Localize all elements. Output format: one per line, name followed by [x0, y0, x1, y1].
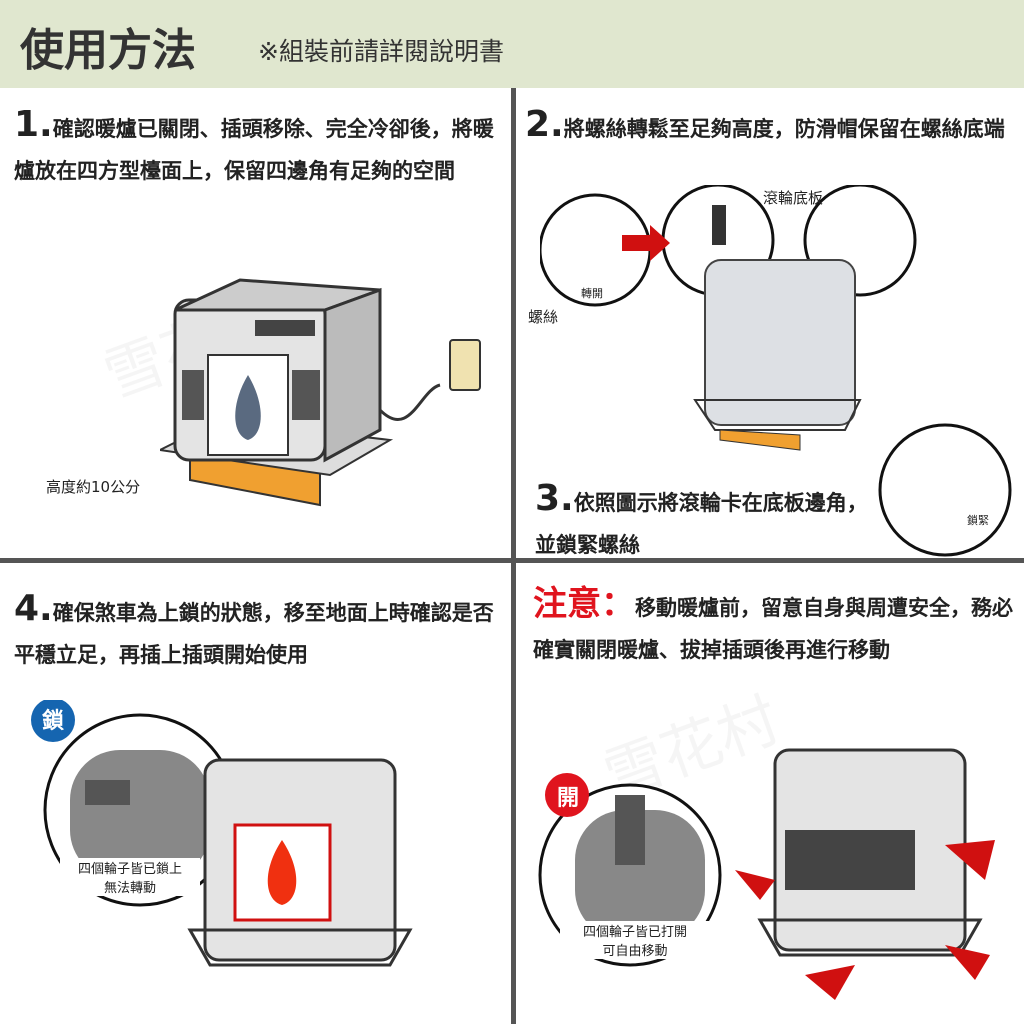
wheel-assembly-illustration [540, 185, 1012, 557]
lock-badge: 鎖 [41, 709, 64, 734]
note-instructions: 注意：移動暖爐前，留意自身與周遭安全，務必確實關閉暖爐、拔掉插頭後再進行移動 [533, 584, 1013, 662]
height-label: 高度約10公分 [46, 478, 141, 496]
unlocked-caption: 四個輪子皆已打開可自由移動 [560, 921, 710, 959]
turn-open-label: 轉開 [581, 287, 603, 300]
roller-plate-label: 滾輪底板 [763, 189, 824, 207]
note-label: 注意： [533, 584, 635, 624]
heater-on-stand-illustration [160, 278, 481, 507]
tighten-label: 鎖緊 [967, 514, 989, 527]
divider-horizontal [0, 558, 1024, 563]
heater-locked-wheels-illustration [31, 700, 413, 967]
page-subtitle: ※組裝前請詳閱說明書 [258, 37, 504, 66]
screw-label: 螺絲 [528, 308, 559, 326]
step-number: 1. [14, 104, 53, 145]
step-number: 3. [535, 478, 574, 519]
page-title: 使用方法 [20, 25, 196, 76]
step-number: 2. [525, 104, 564, 145]
step2-instructions: 2.將螺絲轉鬆至足夠高度，防滑帽保留在螺絲底端 [525, 104, 1005, 145]
step4-instructions: 4.確保煞車為上鎖的狀態，移至地面上時確認是否平穩立足，再插上插頭開始使用 [14, 588, 494, 667]
step1-instructions: 1.確認暖爐已關閉、插頭移除、完全冷卻後，將暖爐放在四方型檯面上，保留四邊角有足… [14, 104, 494, 183]
header: 使用方法 ※組裝前請詳閱說明書 [0, 0, 1024, 88]
divider-vertical [511, 88, 516, 1024]
step-number: 4. [14, 588, 53, 629]
open-badge: 開 [557, 786, 580, 811]
locked-caption: 四個輪子皆已鎖上無法轉動 [60, 858, 200, 896]
heater-unlocked-wheels-illustration [538, 748, 995, 1000]
step3-instructions: 3.依照圖示將滾輪卡在底板邊角，並鎖緊螺絲 [535, 478, 868, 557]
